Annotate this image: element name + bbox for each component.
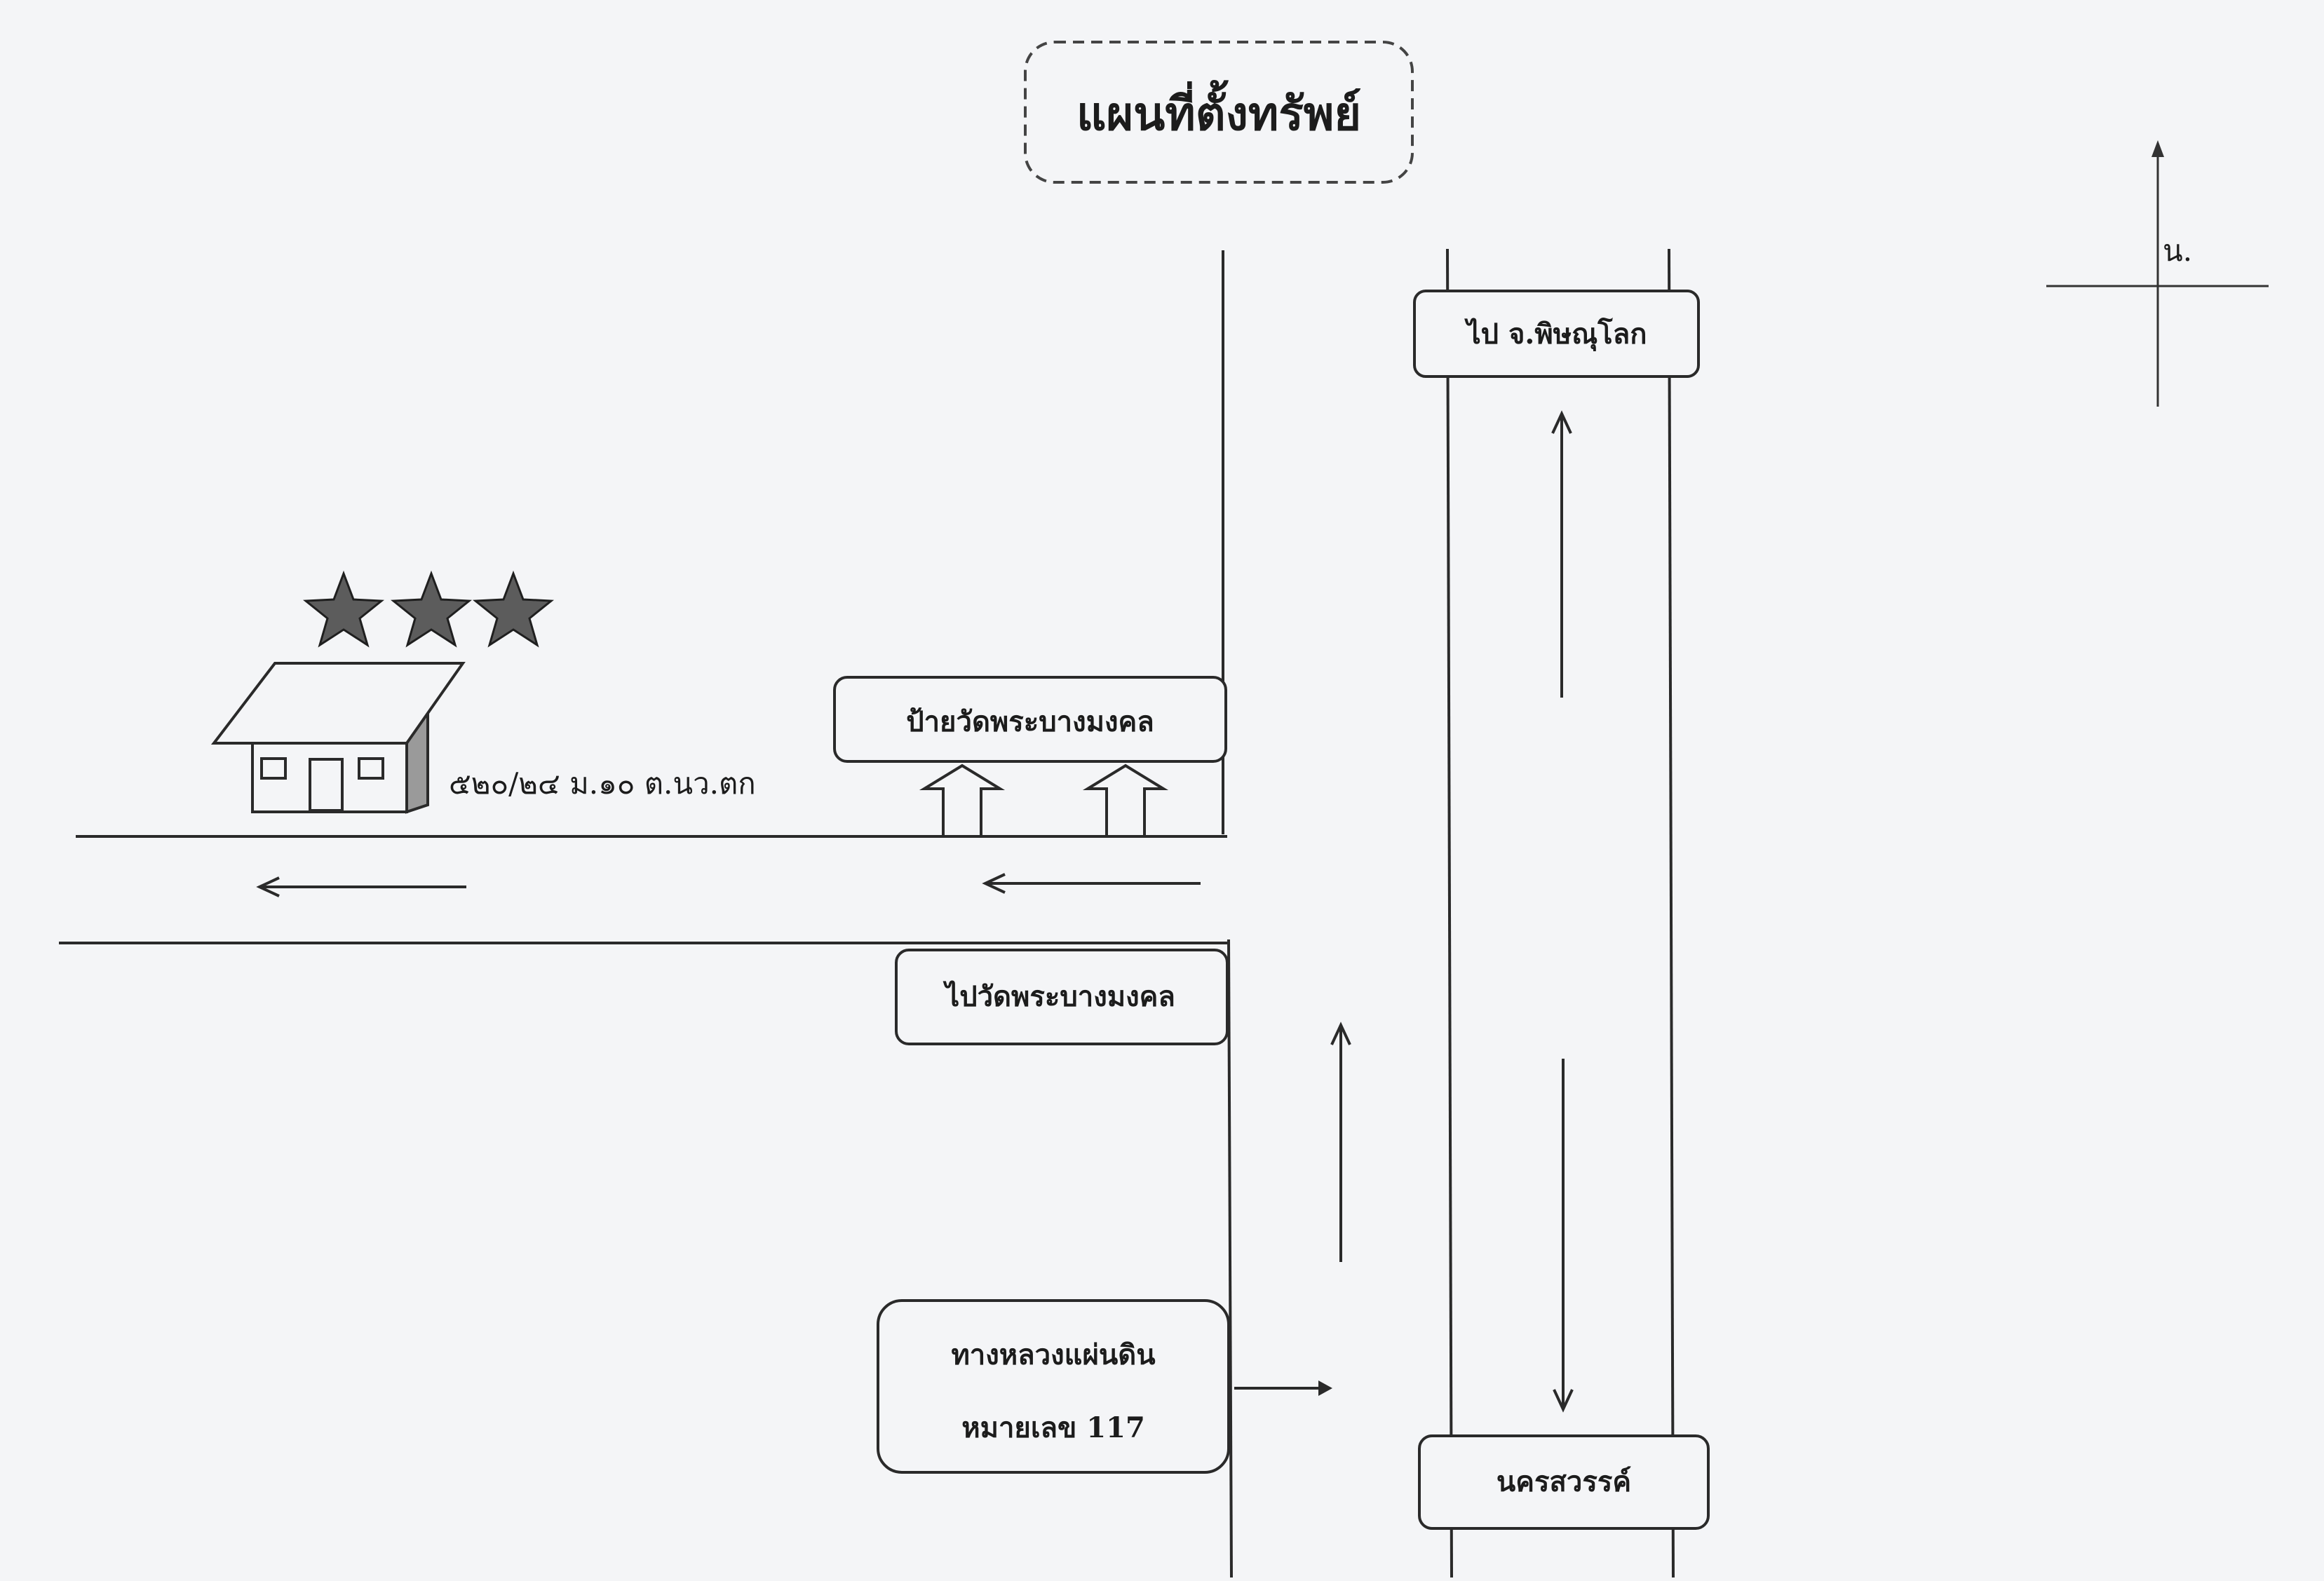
label-temple-sign: ป้ายวัดพระบางมงคล	[833, 676, 1227, 763]
map-title: แผนที่ตั้งทรัพย์	[1076, 79, 1361, 141]
map-title-box: แผนที่ตั้งทรัพย์	[1024, 41, 1414, 184]
house-icon	[210, 662, 466, 814]
label-highway-117: ทางหลวงแผ่นดิน หมายเลข 117	[877, 1299, 1230, 1474]
property-address: ๕๒๐/๒๔ ม.๑๐ ต.นว.ตก	[449, 766, 756, 801]
direction-arrows	[256, 410, 1574, 1413]
highway-road	[1446, 248, 1675, 1578]
svg-text:นครสวรรค์: นครสวรรค์	[1497, 1465, 1631, 1498]
arrow-west-right	[982, 873, 1201, 894]
svg-text:ไป จ.พิษณุโลก: ไป จ.พิษณุโลก	[1464, 318, 1647, 352]
arrow-east-junction	[1234, 1380, 1332, 1396]
property-marker: ๕๒๐/๒๔ ม.๑๐ ต.นว.ตก	[210, 570, 756, 814]
label-nakhon-sawan: นครสวรรค์	[1418, 1434, 1710, 1530]
temple-sign-arrows	[919, 764, 1169, 838]
arrow-north-between	[1330, 1022, 1351, 1262]
svg-text:ไปวัดพระบางมงคล: ไปวัดพระบางมงคล	[943, 980, 1175, 1013]
arrow-west-left	[256, 876, 466, 897]
star-icon	[472, 570, 555, 648]
north-label: น.	[2163, 233, 2192, 268]
svg-text:หมายเลข 117: หมายเลข 117	[961, 1411, 1145, 1444]
star-icon	[390, 570, 473, 648]
up-arrow-icon	[1082, 764, 1169, 838]
label-to-temple: ไปวัดพระบางมงคล	[895, 949, 1229, 1045]
arrow-north-highway	[1551, 410, 1572, 698]
arrow-south-highway	[1553, 1059, 1574, 1413]
north-arrow-icon	[2151, 140, 2164, 157]
svg-text:ป้ายวัดพระบางมงคล: ป้ายวัดพระบางมงคล	[906, 705, 1154, 738]
label-to-phitsanulok: ไป จ.พิษณุโลก	[1413, 290, 1700, 378]
up-arrow-icon	[919, 764, 1006, 838]
star-icon	[302, 570, 385, 648]
side-road	[59, 835, 1227, 944]
rating-stars	[302, 570, 555, 648]
north-compass: น.	[2046, 140, 2269, 407]
svg-text:ทางหลวงแผ่นดิน: ทางหลวงแผ่นดิน	[951, 1338, 1155, 1371]
